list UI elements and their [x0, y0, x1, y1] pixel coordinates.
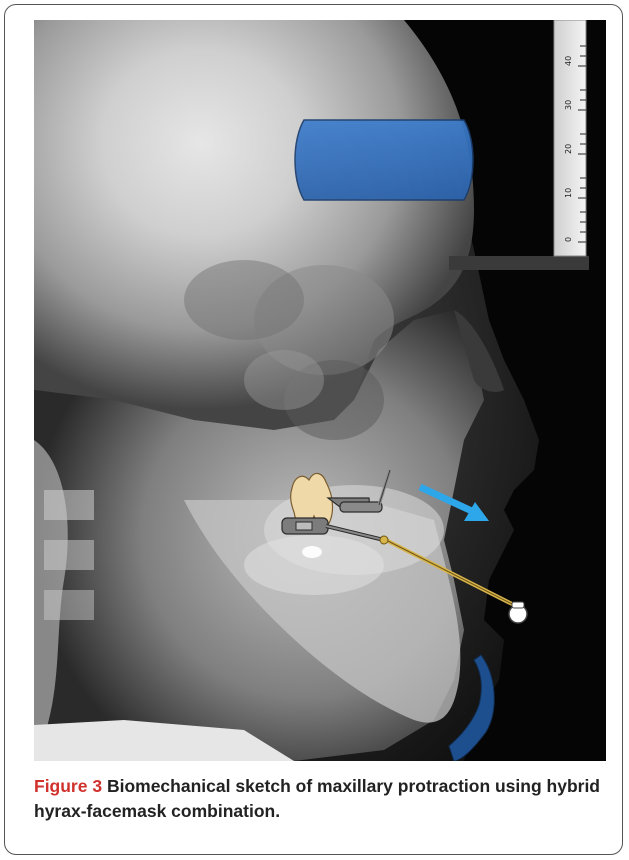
- ruler-label-30: 30: [564, 100, 573, 110]
- figure-label: Figure 3: [34, 776, 102, 796]
- ruler-label-10: 10: [564, 188, 573, 198]
- ruler-arm: [449, 256, 589, 270]
- ruler-label-0: 0: [564, 237, 573, 242]
- figure-caption: Figure 3 Biomechanical sketch of maxilla…: [34, 774, 606, 824]
- ruler-label-40: 40: [564, 56, 573, 66]
- cephalometric-xray: 0 10 20 30 40: [34, 20, 606, 761]
- figure-caption-text: Biomechanical sketch of maxillary protra…: [34, 776, 600, 821]
- ruler-label-20: 20: [564, 144, 573, 154]
- forehead-pad: [295, 120, 473, 200]
- ruler-body: [554, 20, 586, 256]
